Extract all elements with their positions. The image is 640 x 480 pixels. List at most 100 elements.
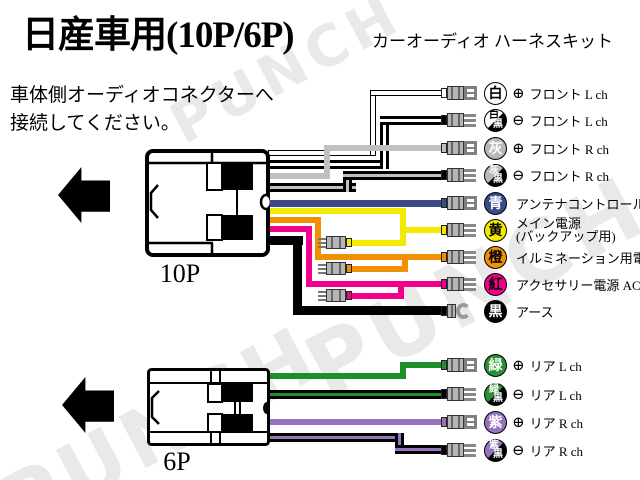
harness-row-rear-r-plus: 紫 ⊕ リア R ch [441, 410, 583, 434]
spade-terminal-icon [441, 141, 481, 155]
crimp-icon [441, 306, 447, 316]
terminal-body-icon [447, 387, 464, 401]
female-blade-icon [464, 141, 477, 155]
badge-color-top: 灰 [489, 164, 499, 176]
bullet-connector-magenta-icon [318, 289, 352, 302]
badge-color-top: 白 [489, 109, 499, 121]
wire-function-label: フロント R ch [529, 141, 610, 157]
connector-6p-label: 6P [163, 447, 191, 476]
badge-color-top: 紫 [489, 439, 499, 451]
wire-color-badge: 緑 [484, 353, 507, 377]
polarity-icon: ⊖ [512, 167, 525, 184]
male-blade-icon [464, 113, 476, 127]
wire-black [268, 236, 303, 245]
wire-magenta [352, 293, 404, 299]
wire-orange [315, 254, 443, 260]
bullet-connector-orange-icon [318, 262, 352, 275]
spade-terminal-icon [441, 168, 481, 182]
instruction-line-1: 車体側オーディオコネクターへ [10, 85, 274, 106]
wire-gray [324, 145, 443, 151]
harness-row-accessory: 紅 アクセサリー電源 ACC [441, 272, 640, 296]
polarity-icon: ⊕ [512, 357, 525, 374]
connector-10p-label: 10P [159, 259, 201, 288]
connector-prongs-icon [318, 263, 326, 274]
terminal-body-icon [447, 250, 464, 264]
left-arrow-icon [58, 167, 110, 223]
page-title: 日産車用(10P/6P) [22, 15, 295, 56]
spade-terminal-icon [441, 86, 481, 100]
wire-color-badge: 白 [484, 81, 507, 105]
wire-orange [268, 217, 321, 223]
spade-terminal-icon [441, 443, 481, 457]
connector-prongs-icon [318, 290, 326, 301]
wire-function-label: リア L ch [529, 387, 582, 403]
harness-row-main-power: 黄 メイン電源 (バックアップ用) [441, 217, 616, 243]
harness-row-front-r-minus: 灰 黒 ⊖ フロント R ch [441, 163, 609, 187]
wire-purple-black [395, 445, 443, 454]
wire-color-badge: 黄 [484, 218, 507, 242]
wire-color-badge: 青 [484, 191, 507, 215]
harness-row-front-r-plus: 灰 ⊕ フロント R ch [441, 136, 609, 160]
female-blade-icon [464, 86, 477, 100]
female-blade-icon [464, 196, 477, 210]
wire-function-label: アクセサリー電源 ACC [516, 277, 640, 293]
crimp-icon [441, 88, 447, 98]
polarity-icon: ⊖ [512, 442, 525, 459]
wire-function-label: アンテナコントロール [516, 196, 640, 212]
wire-magenta [306, 281, 443, 287]
spade-terminal-icon [441, 196, 481, 210]
polarity-icon: ⊖ [512, 386, 525, 403]
polarity-icon: ⊕ [512, 85, 525, 102]
page-subtitle: カーオーディオ ハーネスキット [372, 32, 614, 51]
badge-color-bottom: 黒 [493, 448, 503, 460]
bullet-connector-yellow-icon [318, 236, 352, 249]
crimp-icon [441, 360, 447, 370]
polarity-icon: ⊕ [512, 140, 525, 157]
crimp-icon [441, 389, 447, 399]
wire-color-badge: 白 黒 [484, 108, 507, 132]
harness-row-antenna: 青 アンテナコントロール [441, 191, 640, 215]
wire-function-label: リア R ch [529, 443, 584, 459]
harness-row-front-l-plus: 白 ⊕ フロント L ch [441, 81, 608, 105]
female-blade-icon [464, 358, 477, 372]
wire-green [400, 362, 443, 368]
wire-color-badge: 緑 黒 [484, 382, 507, 406]
wire-gray [268, 173, 330, 179]
wire-purple [268, 419, 443, 425]
spade-terminal-icon [441, 250, 481, 264]
wire-color-badge: 灰 [484, 136, 507, 160]
crimp-icon [441, 143, 447, 153]
terminal-body-icon [447, 141, 464, 155]
wire-color-badge: 紫 [484, 410, 507, 434]
wire-function-label: フロント L ch [529, 86, 608, 102]
crimp-icon [441, 170, 447, 180]
wire-color-badge: 黒 [484, 299, 507, 323]
fork-terminal-icon [441, 303, 481, 319]
crimp-icon [441, 198, 447, 208]
wire-white-black [380, 116, 389, 169]
crimp-icon [441, 252, 447, 262]
terminal-body-icon [447, 86, 464, 100]
terminal-body-icon [447, 304, 456, 318]
terminal-body-icon [447, 277, 464, 291]
wire-color-badge: 紫 黒 [484, 438, 507, 462]
wire-green [400, 362, 406, 379]
wire-yellow [352, 240, 406, 246]
wire-purple-black [268, 433, 404, 442]
polarity-icon: ⊕ [512, 414, 525, 431]
terminal-body-icon [447, 415, 464, 429]
wire-orange [402, 254, 408, 272]
terminal-body-icon [447, 443, 464, 457]
connector-tip-icon [346, 291, 352, 300]
wire-yellow [268, 208, 406, 214]
wire-function-label: リア R ch [529, 415, 584, 431]
wire-gray-black [343, 171, 443, 180]
wire-black [293, 306, 450, 315]
spade-terminal-icon [441, 387, 481, 401]
wire-green [268, 373, 406, 379]
wire-color-badge: 紅 [484, 272, 507, 296]
wire-gray-black [268, 183, 356, 192]
spade-terminal-icon [441, 358, 481, 372]
wire-function-label: リア L ch [529, 358, 582, 374]
